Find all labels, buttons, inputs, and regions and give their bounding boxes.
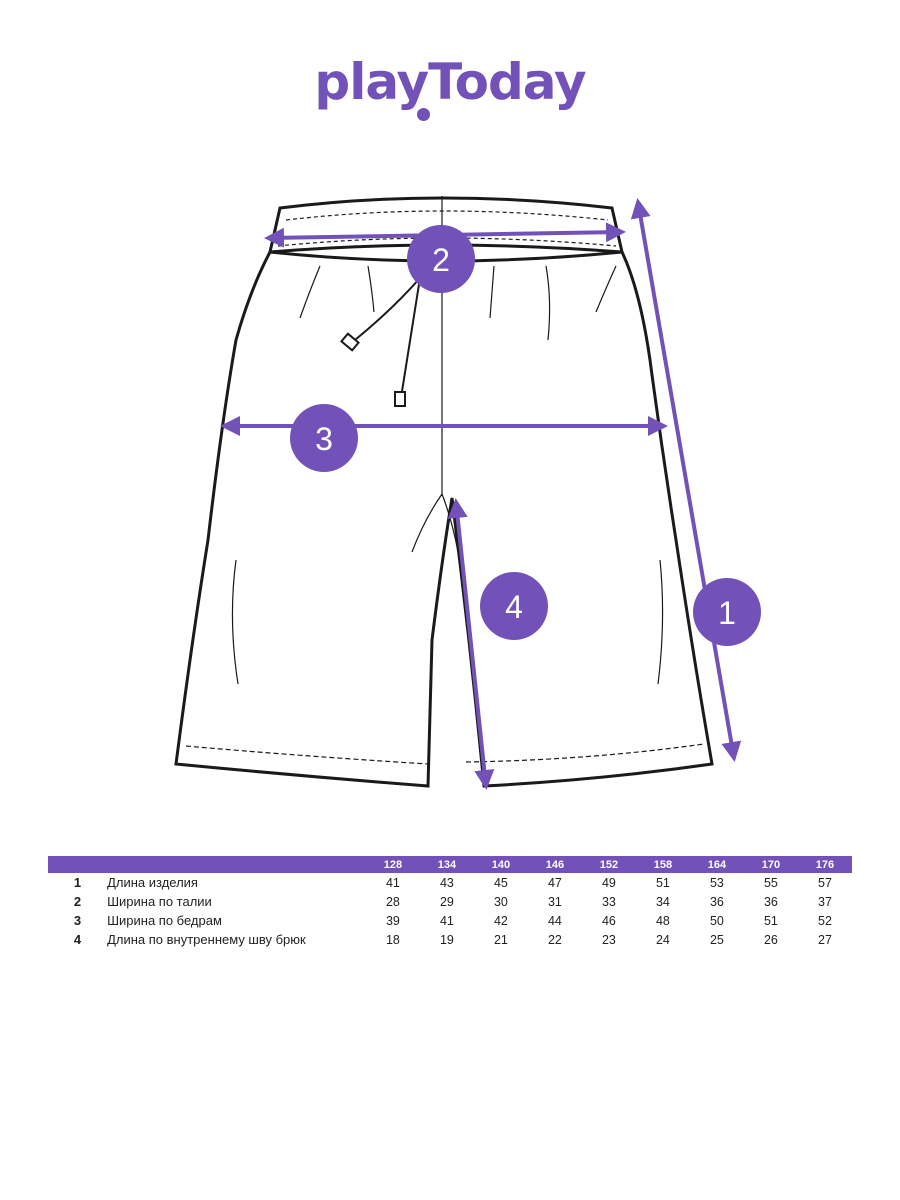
size-header: 176	[797, 856, 852, 873]
size-header: 164	[689, 856, 744, 873]
brand-logo-text: playToday	[314, 53, 586, 111]
size-header: 146	[527, 856, 582, 873]
row-number: 2	[73, 894, 82, 909]
cell-value: 39	[385, 913, 400, 928]
table-row: 4 Длина по внутреннему шву брюк 18 19 21…	[48, 930, 852, 949]
measure-line-4	[447, 498, 495, 790]
cell-value: 43	[439, 875, 454, 890]
shorts-technical-drawing: 1 2 3 4	[174, 196, 761, 790]
badge-3-number: 3	[315, 421, 333, 457]
cell-value: 41	[439, 913, 454, 928]
cell-value: 57	[818, 875, 832, 890]
row-label: Длина по внутреннему шву брюк	[107, 932, 306, 947]
table-row: 1 Длина изделия 41 43 45 47 49 51 53 55 …	[48, 873, 852, 892]
row-number: 3	[73, 913, 82, 928]
row-label: Длина изделия	[107, 875, 198, 890]
table-row: 2 Ширина по талии 28 29 30 31 33 34 36 3…	[48, 892, 852, 911]
cell-value: 26	[763, 932, 778, 947]
header-blank	[107, 856, 366, 873]
brand-logo-dot	[417, 108, 431, 121]
cell-value: 48	[655, 913, 670, 928]
cell-value: 51	[655, 875, 670, 890]
cell-value: 23	[601, 932, 616, 947]
cell-value: 49	[601, 875, 616, 890]
badge-2: 2	[407, 225, 475, 293]
row-label: Ширина по бедрам	[107, 913, 222, 928]
cell-value: 36	[709, 894, 724, 909]
badge-3: 3	[290, 404, 358, 472]
cell-value: 28	[385, 894, 400, 909]
cell-value: 46	[601, 913, 616, 928]
badge-1-number: 1	[718, 595, 736, 631]
size-header: 158	[635, 856, 690, 873]
cell-value: 29	[439, 894, 454, 909]
cell-value: 25	[709, 932, 724, 947]
cell-value: 47	[547, 875, 562, 890]
size-table: 128 134 140 146 152 158 164 170 176 1 Дл…	[48, 856, 852, 949]
cell-value: 51	[763, 913, 778, 928]
cell-value: 34	[655, 894, 670, 909]
size-header: 140	[473, 856, 528, 873]
drawstring	[340, 277, 421, 407]
logo-container: playToday	[0, 52, 900, 121]
size-header-row: 128 134 140 146 152 158 164 170 176	[48, 856, 852, 873]
cell-value: 41	[385, 875, 400, 890]
cell-value: 44	[547, 913, 562, 928]
cell-value: 36	[763, 894, 778, 909]
table-row: 3 Ширина по бедрам 39 41 42 44 46 48 50 …	[48, 911, 852, 930]
cell-value: 50	[709, 913, 724, 928]
cell-value: 21	[493, 932, 508, 947]
header-blank	[48, 856, 108, 873]
cell-value: 45	[493, 875, 508, 890]
cell-value: 18	[385, 932, 400, 947]
size-header: 134	[419, 856, 474, 873]
badge-2-number: 2	[432, 242, 450, 278]
brand-logo: playToday	[314, 52, 587, 121]
cell-value: 22	[547, 932, 562, 947]
row-number: 1	[73, 875, 82, 890]
cell-value: 33	[601, 894, 616, 909]
cell-value: 42	[493, 913, 508, 928]
shorts-outline	[174, 250, 714, 788]
cell-value: 19	[439, 932, 454, 947]
cell-value: 55	[763, 875, 778, 890]
cell-value: 52	[818, 913, 832, 928]
cell-value: 30	[493, 894, 508, 909]
row-label: Ширина по талии	[107, 894, 212, 909]
cell-value: 37	[818, 894, 832, 909]
cell-value: 24	[655, 932, 670, 947]
size-header: 128	[365, 856, 420, 873]
row-number: 4	[73, 932, 82, 947]
cell-value: 31	[547, 894, 562, 909]
size-header: 170	[743, 856, 798, 873]
cell-value: 53	[709, 875, 724, 890]
badge-4: 4	[480, 572, 548, 640]
badge-1: 1	[693, 578, 761, 646]
size-header: 152	[581, 856, 636, 873]
measure-line-1	[630, 198, 742, 762]
cell-value: 27	[818, 932, 832, 947]
badge-4-number: 4	[505, 589, 523, 625]
